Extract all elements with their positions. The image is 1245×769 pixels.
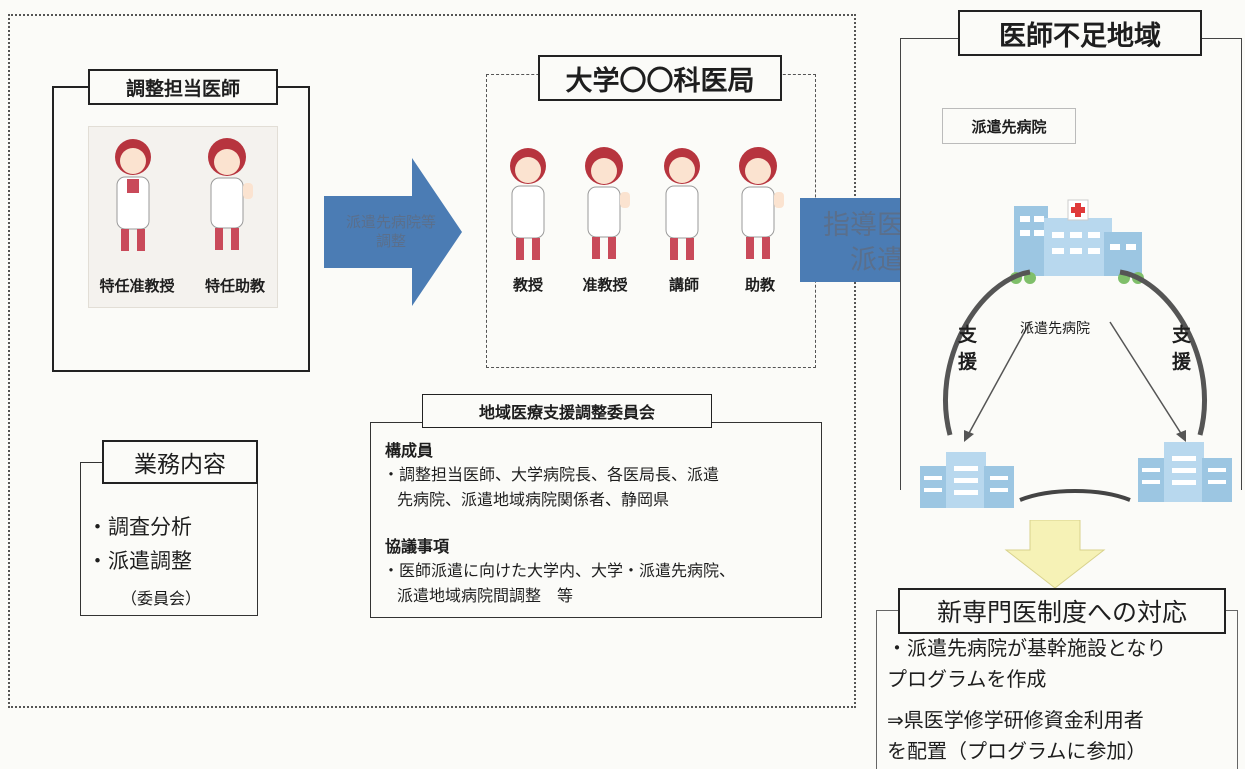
doctor-icon <box>664 148 700 260</box>
doctor-icon <box>739 147 784 259</box>
region-title: 医師不足地域 <box>958 10 1202 56</box>
support-arcs <box>943 269 1207 502</box>
coordinator-title: 調整担当医師 <box>88 69 278 105</box>
hospital-icon <box>1010 199 1144 284</box>
university-doctors-illustration <box>510 147 784 260</box>
duties-note: （委員会） <box>121 589 202 608</box>
arrow1-line1: 派遣先病院等 <box>345 213 436 231</box>
agenda-line: 派遣地域病院間調整 等 <box>397 585 574 605</box>
doctor-role-label: 特任助教 <box>204 277 265 295</box>
new-system-title: 新専門医制度への対応 <box>898 588 1226 634</box>
members-line: 先病院、派遣地域病院関係者、静岡県 <box>397 489 670 509</box>
coordinator-doctors-illustration <box>115 138 253 251</box>
university-title: 大学〇〇科医局 <box>538 55 782 101</box>
members-line: ・調整担当医師、大学病院長、各医局長、派遣 <box>383 465 720 484</box>
duty-item: ・調査分析 <box>87 515 192 539</box>
coordination-arrow: 派遣先病院等 調整 <box>324 158 464 306</box>
arrow1-line2: 調整 <box>375 231 406 250</box>
doctor-role-label: 准教授 <box>582 276 628 294</box>
committee-title: 地域医療支援調整委員会 <box>422 394 712 428</box>
small-hospital-icon <box>1138 442 1232 502</box>
doctor-icon <box>585 147 630 259</box>
new-system-line: プログラムを作成 <box>887 667 1047 691</box>
agenda-line: ・医師派遣に向けた大学内、大学・派遣先病院、 <box>383 561 736 580</box>
duties-box: ・調査分析 ・派遣調整 （委員会） <box>80 462 258 616</box>
new-system-line: ・派遣先病院が基幹施設となり <box>887 636 1167 660</box>
doctor-role-label: 特任准教授 <box>99 277 175 295</box>
doctor-icon <box>115 139 151 251</box>
members-heading: 構成員 <box>385 441 434 460</box>
main-dotted-frame <box>8 14 856 708</box>
committee-box: 構成員 ・調整担当医師、大学病院長、各医局長、派遣 先病院、派遣地域病院関係者、… <box>370 422 822 618</box>
coordinator-card: 特任准教授 特任助教 <box>88 126 278 308</box>
agenda-heading: 協議事項 <box>385 537 450 556</box>
doctor-role-label: 助教 <box>744 276 775 294</box>
doctor-icon <box>208 138 253 250</box>
doctor-role-label: 講師 <box>668 276 699 294</box>
support-left-label: 支 援 <box>958 324 978 373</box>
small-hospital-icon <box>920 452 1014 508</box>
duty-item: ・派遣調整 <box>87 548 192 573</box>
duties-title: 業務内容 <box>102 440 258 484</box>
arrow2-line2: 派遣 <box>850 245 904 277</box>
support-right-label: 支 援 <box>1172 324 1192 373</box>
down-arrow <box>1004 520 1106 589</box>
new-system-line: を配置（プログラムに参加） <box>887 739 1147 763</box>
doctor-icon <box>510 148 546 260</box>
doctor-role-label: 教授 <box>512 276 543 294</box>
center-hospital-label: 派遣先病院 <box>1020 321 1090 337</box>
new-system-line: ⇒県医学修学研修資金利用者 <box>887 708 1144 732</box>
host-hospital-label: 派遣先病院 <box>942 108 1076 144</box>
new-system-box: ・派遣先病院が基幹施設となり プログラムを作成 ⇒県医学修学研修資金利用者 を配… <box>876 610 1238 769</box>
